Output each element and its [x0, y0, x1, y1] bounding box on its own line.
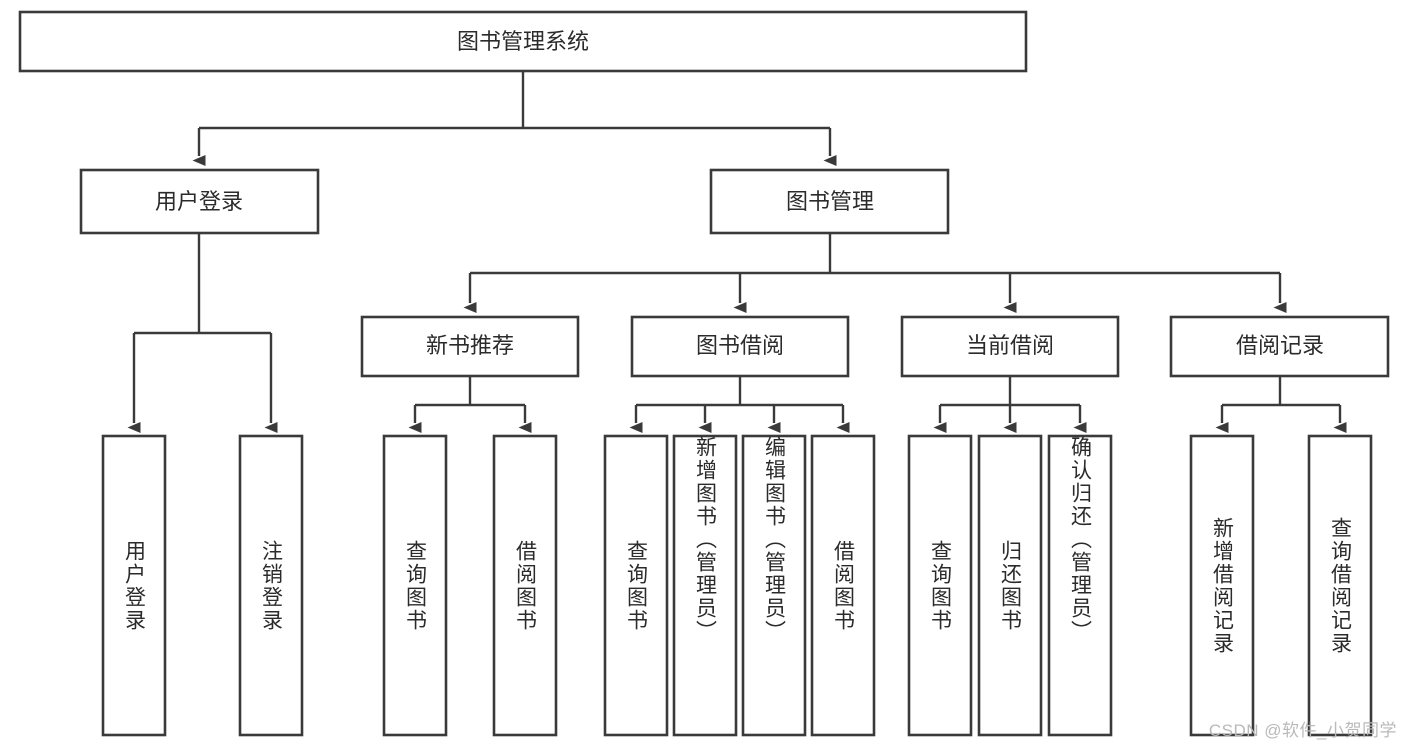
- node-user-login-label: 用户登录: [155, 189, 243, 214]
- leaf-new-book-2-rect[interactable]: [492, 434, 558, 737]
- node-book-borrow-label: 图书借阅: [696, 333, 784, 358]
- node-book-manage-rect[interactable]: [709, 168, 950, 235]
- watermark-label: CSDN @软件_小贺同学: [1208, 721, 1397, 740]
- node-root-label: 图书管理系统: [457, 29, 589, 54]
- node-user-login[interactable]: 用户登录: [79, 168, 320, 235]
- node-current-borrow-label: 当前借阅: [966, 333, 1054, 358]
- leaf-current-2-rect[interactable]: [977, 434, 1043, 737]
- node-new-book-recommend-label: 新书推荐: [426, 333, 514, 358]
- leaf-borrow-3-rect[interactable]: [741, 434, 807, 737]
- leaf-user-login-1-rect[interactable]: [101, 434, 167, 737]
- leaf-current-3-rect[interactable]: [1047, 434, 1113, 737]
- node-book-manage[interactable]: 图书管理: [709, 168, 950, 235]
- leaf-current-1-rect[interactable]: [907, 434, 973, 737]
- leaf-borrow-4-rect[interactable]: [810, 434, 876, 737]
- leaf-borrow-1-rect[interactable]: [603, 434, 669, 737]
- node-user-login-rect[interactable]: [79, 168, 320, 235]
- node-root[interactable]: 图书管理系统: [18, 10, 1028, 73]
- node-book-manage-label: 图书管理: [786, 189, 874, 214]
- leaf-user-login-2-rect[interactable]: [238, 434, 304, 737]
- node-new-book-recommend-rect[interactable]: [360, 315, 580, 378]
- node-root-rect[interactable]: [18, 10, 1028, 73]
- node-borrow-record[interactable]: 借阅记录: [1169, 315, 1390, 378]
- node-borrow-record-rect[interactable]: [1169, 315, 1390, 378]
- node-book-borrow[interactable]: 图书借阅: [630, 315, 850, 378]
- leaf-new-book-1-rect[interactable]: [382, 434, 448, 737]
- node-borrow-record-label: 借阅记录: [1236, 333, 1324, 358]
- leaf-record-1-rect[interactable]: [1189, 434, 1255, 737]
- leaf-record-2-rect[interactable]: [1307, 434, 1373, 737]
- node-new-book-recommend[interactable]: 新书推荐: [360, 315, 580, 378]
- node-current-borrow-rect[interactable]: [900, 315, 1120, 378]
- leaf-borrow-2-rect[interactable]: [672, 434, 738, 737]
- node-book-borrow-rect[interactable]: [630, 315, 850, 378]
- node-current-borrow[interactable]: 当前借阅: [900, 315, 1120, 378]
